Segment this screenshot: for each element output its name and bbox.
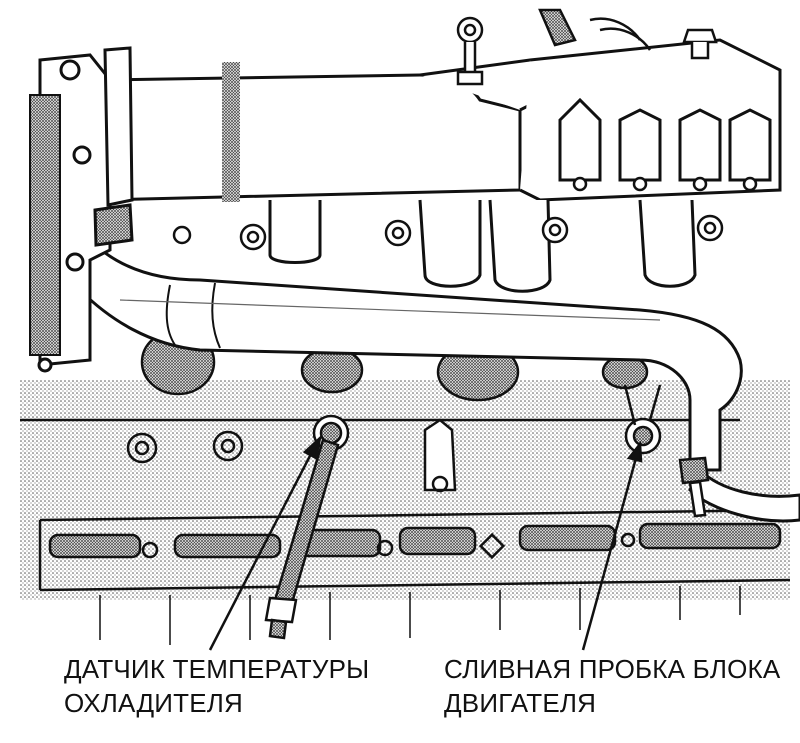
engine-block — [20, 380, 791, 645]
right-stud — [678, 456, 710, 518]
coolant-sensor — [264, 414, 350, 640]
top-hardware — [456, 8, 718, 86]
intake-manifold — [98, 38, 782, 293]
exhaust-manifold — [78, 236, 800, 523]
leader-coolant-sensor — [208, 434, 322, 651]
label-block-drain-plug: СЛИВНАЯ ПРОБКА БЛОКА ДВИГАТЕЛЯ — [444, 652, 780, 720]
label-coolant-line1: ДАТЧИК ТЕМПЕРАТУРЫ — [64, 654, 370, 684]
label-drain-line1: СЛИВНАЯ ПРОБКА БЛОКА — [444, 654, 781, 684]
flange-bolts — [172, 176, 758, 251]
leader-drain-plug — [581, 440, 643, 651]
label-coolant-line2: ОХЛАДИТЕЛЯ — [64, 688, 244, 718]
label-coolant-temperature-sensor: ДАТЧИК ТЕМПЕРАТУРЫ ОХЛАДИТЕЛЯ — [64, 652, 369, 720]
left-housing — [29, 46, 134, 373]
label-drain-line2: ДВИГАТЕЛЯ — [444, 688, 597, 718]
drain-plug — [623, 384, 662, 455]
